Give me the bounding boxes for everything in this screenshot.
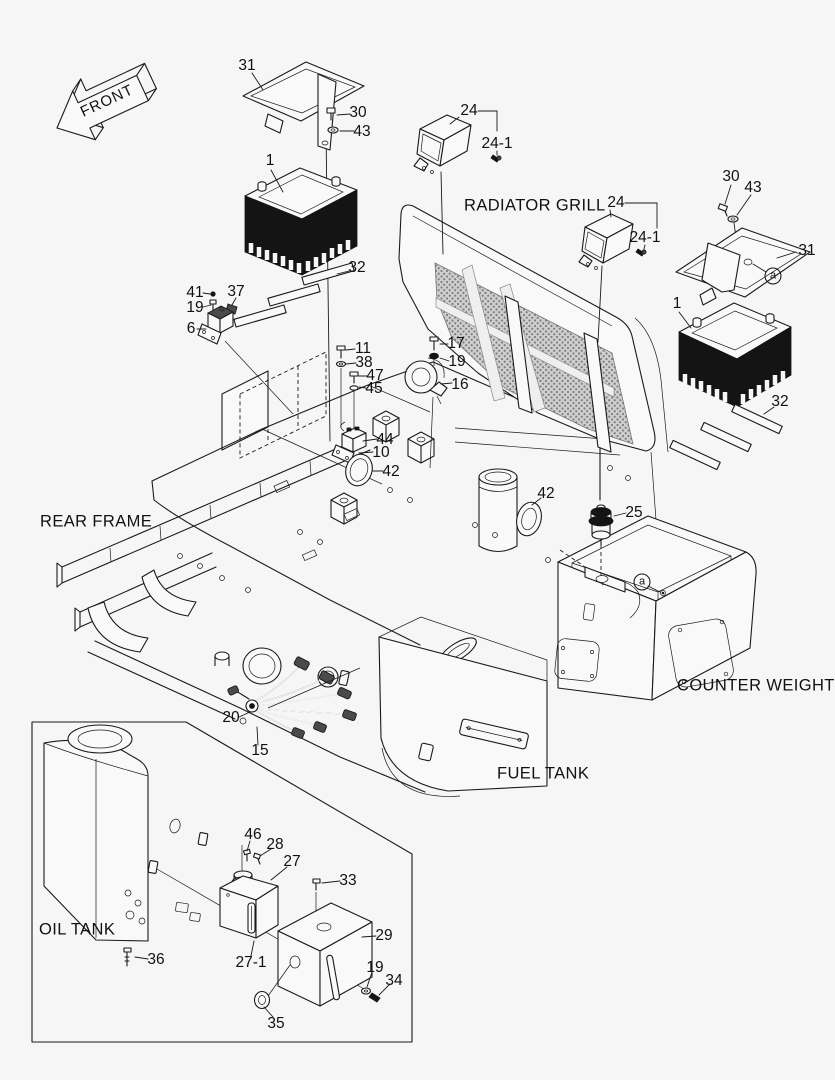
part-label-6: 6 xyxy=(186,320,196,337)
part-label-42-left: 42 xyxy=(382,463,400,480)
part-label-31-right: 31 xyxy=(798,242,816,259)
part-label-19-horn: 19 xyxy=(448,353,466,370)
part-label-46: 46 xyxy=(244,826,262,843)
part-label-17: 17 xyxy=(447,335,465,352)
part-label-35: 35 xyxy=(267,1015,285,1032)
relay-44 xyxy=(331,421,367,464)
part-label-31-left: 31 xyxy=(238,57,256,74)
relay-6-group xyxy=(197,291,238,345)
part-label-1-left: 1 xyxy=(265,152,275,169)
part-label-24-right: 24 xyxy=(607,194,625,211)
cover-29 xyxy=(253,878,381,1010)
part-label-11: 11 xyxy=(354,340,372,357)
part-label-37: 37 xyxy=(227,283,245,300)
part-label-28: 28 xyxy=(266,836,284,853)
part-label-44: 44 xyxy=(376,431,394,448)
hold-down-frame-left xyxy=(242,61,365,151)
part-label-45: 45 xyxy=(365,380,383,397)
ref-circle-a-bracket: a xyxy=(764,267,782,285)
lamp-right xyxy=(578,213,634,343)
radiator-grill xyxy=(398,114,669,453)
part-label-24-1-right: 24-1 xyxy=(629,229,661,246)
part-label-27-1: 27-1 xyxy=(235,954,267,971)
fuel-tank xyxy=(378,616,548,797)
part-label-10: 10 xyxy=(372,444,390,461)
hold-down-frame-right xyxy=(675,227,811,306)
part-label-16: 16 xyxy=(451,376,469,393)
strips-32-right xyxy=(669,403,783,471)
battery-left xyxy=(244,167,358,276)
rear-frame-label: REAR FRAME xyxy=(40,512,153,531)
part-label-15: 15 xyxy=(251,742,269,759)
reservoir-27 xyxy=(219,845,279,939)
part-label-34: 34 xyxy=(385,972,403,989)
battery-left-group xyxy=(233,61,365,442)
canister xyxy=(478,468,518,553)
leader-lines xyxy=(134,72,797,1018)
part-label-32-right: 32 xyxy=(771,393,789,410)
part-label-47: 47 xyxy=(366,367,384,384)
part-label-1-right: 1 xyxy=(672,295,682,312)
part-label-30-right: 30 xyxy=(722,168,740,185)
oil-tank-body xyxy=(43,724,209,942)
radiator-grill-label: RADIATOR GRILL xyxy=(464,196,606,215)
counterweight xyxy=(554,515,757,701)
part-label-19-inset: 19 xyxy=(366,959,384,976)
part-label-43-left: 43 xyxy=(353,123,371,140)
part-label-38: 38 xyxy=(355,354,373,371)
oil-tank-label: OIL TANK xyxy=(39,920,116,939)
part-label-19-relay: 19 xyxy=(186,299,204,316)
part-label-24-1-left: 24-1 xyxy=(481,135,513,152)
battery-right xyxy=(678,302,792,408)
part-label-43-right: 43 xyxy=(744,179,762,196)
part-label-33: 33 xyxy=(339,872,357,889)
grommet-42-right xyxy=(516,501,542,537)
part-label-36: 36 xyxy=(147,951,165,968)
deck-bolts xyxy=(177,465,631,593)
part-label-27: 27 xyxy=(283,853,301,870)
horn xyxy=(404,357,448,405)
part-label-29: 29 xyxy=(375,927,393,944)
front-arrow xyxy=(56,62,157,141)
part-label-32-left: 32 xyxy=(348,259,366,276)
filler-25 xyxy=(559,504,614,576)
part-label-25: 25 xyxy=(625,504,643,521)
grommet-42-left xyxy=(345,453,373,487)
part-label-30-left: 30 xyxy=(349,104,367,121)
counter-weight-label: COUNTER WEIGHT xyxy=(677,676,835,695)
center-parts xyxy=(331,336,614,576)
part-label-20: 20 xyxy=(222,709,240,726)
strips-32-left xyxy=(233,262,355,328)
part-label-42-right: 42 xyxy=(537,485,555,502)
ref-circle-a-counterweight: a xyxy=(633,573,651,591)
lamp-left xyxy=(413,114,472,255)
part-label-24-left: 24 xyxy=(460,102,478,119)
wiring-harness xyxy=(227,656,361,739)
fuel-tank-label: FUEL TANK xyxy=(497,764,590,783)
part-label-41: 41 xyxy=(186,284,204,301)
mounting-blocks xyxy=(330,410,435,525)
inset-oil-tank xyxy=(31,721,413,1043)
battery-right-group xyxy=(669,203,811,471)
